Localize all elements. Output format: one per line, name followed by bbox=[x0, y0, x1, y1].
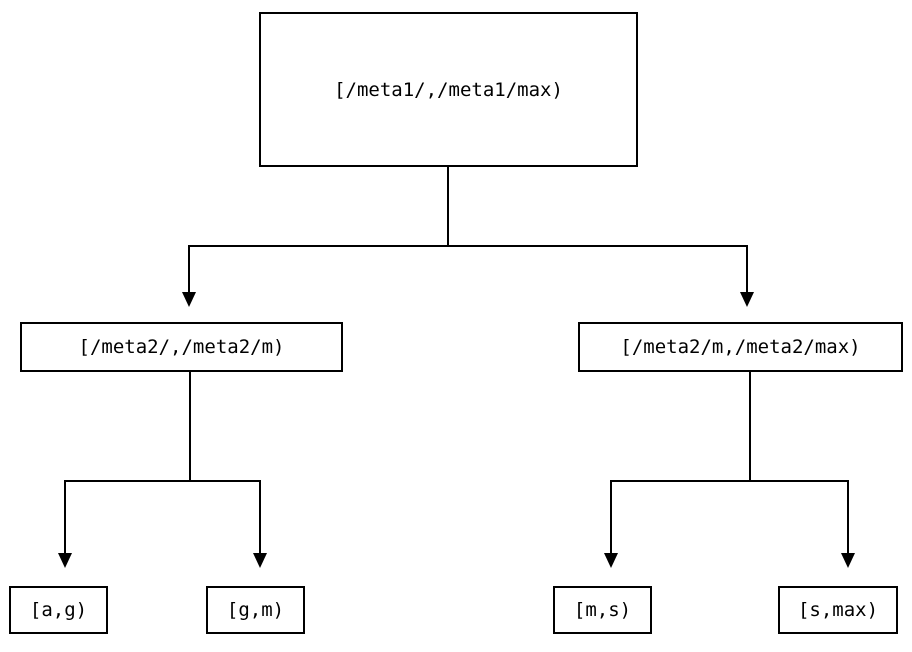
node-leaf-1[interactable]: [a,g) bbox=[9, 586, 108, 634]
edge-root-to-mid-right bbox=[746, 245, 748, 292]
arrowhead-mid-left-to-leaf-2-icon bbox=[253, 553, 267, 568]
edge-mid-right-to-leaf-3 bbox=[610, 480, 612, 553]
arrowhead-root-to-mid-right-icon bbox=[740, 292, 754, 307]
edge-mid-right-bar bbox=[610, 480, 849, 482]
edge-mid-right-stem bbox=[749, 372, 751, 482]
arrowhead-mid-right-to-leaf-3-icon bbox=[604, 553, 618, 568]
edge-root-bar bbox=[189, 245, 748, 247]
edge-mid-left-stem bbox=[189, 372, 191, 482]
node-leaf-3-label: [m,s) bbox=[573, 599, 632, 621]
node-leaf-2-label: [g,m) bbox=[226, 599, 285, 621]
edge-mid-right-to-leaf-4 bbox=[847, 480, 849, 553]
node-mid-right[interactable]: [/meta2/m,/meta2/max) bbox=[578, 322, 903, 372]
edge-root-stem bbox=[447, 167, 449, 247]
node-mid-left-label: [/meta2/,/meta2/m) bbox=[78, 336, 285, 358]
node-leaf-2[interactable]: [g,m) bbox=[206, 586, 305, 634]
edge-root-to-mid-left bbox=[188, 245, 190, 292]
node-mid-left[interactable]: [/meta2/,/meta2/m) bbox=[20, 322, 343, 372]
arrowhead-mid-left-to-leaf-1-icon bbox=[58, 553, 72, 568]
arrowhead-root-to-mid-left-icon bbox=[182, 292, 196, 307]
node-root-label: [/meta1/,/meta1/max) bbox=[334, 78, 563, 101]
arrowhead-mid-right-to-leaf-4-icon bbox=[841, 553, 855, 568]
node-leaf-1-label: [a,g) bbox=[29, 599, 88, 621]
edge-mid-left-bar bbox=[64, 480, 261, 482]
node-leaf-4-label: [s,max) bbox=[797, 599, 879, 621]
node-leaf-3[interactable]: [m,s) bbox=[553, 586, 652, 634]
node-root[interactable]: [/meta1/,/meta1/max) bbox=[259, 12, 638, 167]
edge-mid-left-to-leaf-1 bbox=[64, 480, 66, 553]
edge-mid-left-to-leaf-2 bbox=[259, 480, 261, 553]
node-leaf-4[interactable]: [s,max) bbox=[778, 586, 898, 634]
node-mid-right-label: [/meta2/m,/meta2/max) bbox=[620, 336, 861, 358]
